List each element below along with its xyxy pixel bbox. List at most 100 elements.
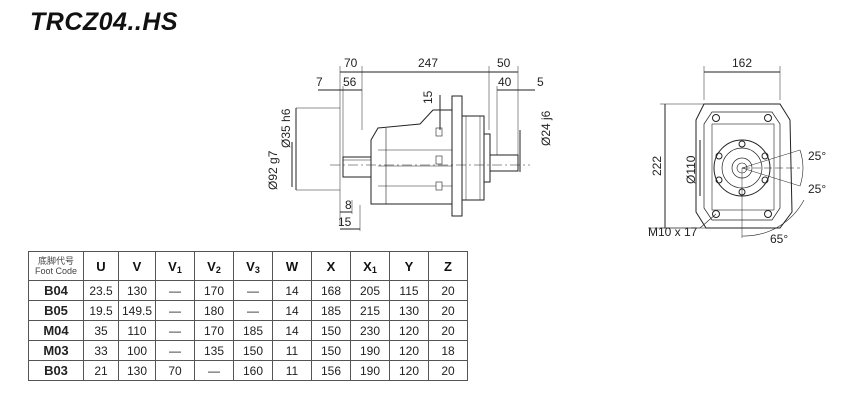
col-header: Z: [428, 251, 468, 281]
table-cell: 149.5: [118, 300, 156, 321]
foot-code-header-en: Foot Code: [34, 266, 78, 276]
dim-40: 40: [498, 75, 512, 89]
table-cell: 20: [428, 300, 468, 321]
table-cell: 130: [118, 280, 156, 301]
table-cell: —: [233, 300, 273, 321]
col-header: X1: [350, 251, 390, 281]
dim-phi92: Ø92 g7: [266, 150, 280, 190]
front-view: [648, 66, 805, 238]
table-cell: 20: [428, 280, 468, 301]
table-cell: —: [194, 360, 234, 381]
table-cell: 14: [272, 280, 312, 301]
table-cell: 120: [389, 320, 429, 341]
table-cell: 156: [311, 360, 351, 381]
dim-8: 8: [345, 198, 352, 212]
foot-code-cell: B05: [28, 300, 84, 321]
dim-7: 7: [316, 75, 323, 89]
dim-70: 70: [344, 56, 358, 70]
table-cell: 185: [233, 320, 273, 341]
table-cell: 14: [272, 320, 312, 341]
table-cell: 110: [118, 320, 156, 341]
table-cell: 20: [428, 320, 468, 341]
table-cell: 70: [155, 360, 195, 381]
table-cell: 120: [389, 340, 429, 361]
angle-65: 65°: [770, 232, 788, 246]
table-cell: 21: [83, 360, 119, 381]
table-cell: —: [155, 300, 195, 321]
table-cell: 130: [118, 360, 156, 381]
dim-phi24: Ø24 j6: [539, 110, 553, 146]
table-cell: 23.5: [83, 280, 119, 301]
table-cell: 120: [389, 360, 429, 381]
front-view-labels: 162 222 Ø110 25° 25° 65° M10 x 17: [648, 56, 826, 246]
col-header: X: [311, 251, 351, 281]
table-cell: 115: [389, 280, 429, 301]
col-header: V: [118, 251, 156, 281]
dim-247: 247: [418, 56, 438, 70]
table-cell: —: [155, 320, 195, 341]
dim-5: 5: [537, 75, 544, 89]
side-view-labels: 70 247 50 7 56 40 5 15 Ø35 h6 Ø24 j6 Ø92…: [266, 56, 553, 229]
table-cell: —: [155, 280, 195, 301]
table-cell: 18: [428, 340, 468, 361]
table-cell: 33: [83, 340, 119, 361]
col-header: Y: [389, 251, 429, 281]
table-cell: 180: [194, 300, 234, 321]
table-cell: 150: [311, 320, 351, 341]
table-cell: 135: [194, 340, 234, 361]
table-header-row: 底脚代号 Foot Code U V V1 V2 V3 W X X1 Y Z: [28, 251, 468, 281]
table-cell: 170: [194, 320, 234, 341]
table-cell: 130: [389, 300, 429, 321]
dim-15-bottom: 15: [338, 215, 352, 229]
thread-label: M10 x 17: [648, 225, 698, 239]
table-cell: 19.5: [83, 300, 119, 321]
table-cell: 150: [233, 340, 273, 361]
col-header: U: [83, 251, 119, 281]
table-cell: 160: [233, 360, 273, 381]
foot-code-cell: B03: [28, 360, 84, 381]
table-cell: 11: [272, 360, 312, 381]
table-cell: 35: [83, 320, 119, 341]
col-header: W: [272, 251, 312, 281]
dim-phi35: Ø35 h6: [279, 108, 293, 148]
angle-25-bottom: 25°: [808, 182, 826, 196]
table-cell: 100: [118, 340, 156, 361]
dim-15-top: 15: [421, 90, 435, 104]
dim-162: 162: [732, 56, 752, 70]
table-cell: —: [155, 340, 195, 361]
table-cell: 168: [311, 280, 351, 301]
table-cell: 205: [350, 280, 390, 301]
table-cell: 11: [272, 340, 312, 361]
foot-code-cell: B04: [28, 280, 84, 301]
table-cell: —: [233, 280, 273, 301]
table-cell: 190: [350, 360, 390, 381]
foot-code-header: 底脚代号 Foot Code: [28, 251, 84, 281]
table-cell: 170: [194, 280, 234, 301]
table-cell: 20: [428, 360, 468, 381]
dim-50: 50: [497, 56, 511, 70]
table-cell: 14: [272, 300, 312, 321]
side-view: [291, 66, 535, 231]
table-cell: 230: [350, 320, 390, 341]
angle-25-top: 25°: [808, 149, 826, 163]
col-header: V1: [155, 251, 195, 281]
dim-56: 56: [343, 75, 357, 89]
page-title: TRCZ04..HS: [30, 8, 179, 36]
table-cell: 190: [350, 340, 390, 361]
table-cell: 150: [311, 340, 351, 361]
table-cell: 185: [311, 300, 351, 321]
foot-code-table: 底脚代号 Foot Code U V V1 V2 V3 W X X1 Y Z B…: [28, 251, 468, 381]
col-header: V2: [194, 251, 234, 281]
foot-code-header-cn: 底脚代号: [37, 256, 74, 266]
dim-222: 222: [650, 156, 664, 176]
col-header: V3: [233, 251, 273, 281]
foot-code-cell: M03: [28, 340, 84, 361]
foot-code-cell: M04: [28, 320, 84, 341]
dim-phi110: Ø110: [684, 155, 698, 184]
